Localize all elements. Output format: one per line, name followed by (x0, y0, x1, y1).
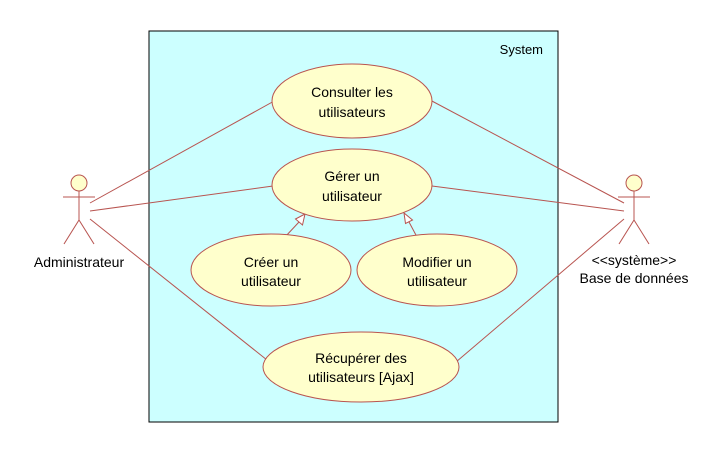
generalization-arrowhead-creer (294, 213, 306, 226)
usecase-consulter-line1: Consulter les (311, 84, 393, 100)
usecase-gerer-line2: utilisateur (322, 188, 382, 204)
association-admin-gerer (89, 185, 274, 212)
stick-figure-actor-icon (618, 174, 650, 245)
usecase-creer-line2: utilisateur (241, 273, 301, 289)
usecase-modifier[interactable]: Modifier un utilisateur (356, 233, 518, 307)
usecase-recuperer-line1: Récupérer des (315, 350, 407, 366)
usecase-creer[interactable]: Créer un utilisateur (190, 233, 352, 307)
usecase-consulter[interactable]: Consulter les utilisateurs (271, 63, 433, 139)
actor-admin[interactable]: Administrateur (34, 174, 125, 270)
association-db-gerer (431, 185, 625, 212)
actor-db[interactable]: <<système>> Base de données (580, 174, 689, 286)
association-db-consulter (429, 99, 625, 204)
usecase-gerer[interactable]: Gérer un utilisateur (271, 148, 433, 222)
usecase-modifier-ellipse (356, 233, 518, 307)
generalizations (284, 211, 418, 238)
usecase-creer-line1: Créer un (244, 254, 298, 270)
actor-admin-label: Administrateur (34, 254, 125, 270)
usecase-modifier-line2: utilisateur (407, 273, 467, 289)
usecase-recuperer[interactable]: Récupérer des utilisateurs [Ajax] (262, 331, 460, 403)
actor-db-stereotype: <<système>> (592, 252, 677, 268)
association-admin-recuperer (89, 218, 268, 361)
stick-figure-actor-icon (63, 174, 95, 245)
generalization-modifier-gerer (408, 221, 418, 238)
actor-db-label: Base de données (580, 270, 689, 286)
usecase-recuperer-line2: utilisateurs [Ajax] (308, 369, 414, 385)
usecase-recuperer-ellipse (262, 331, 460, 403)
usecase-gerer-ellipse (271, 148, 433, 222)
association-admin-consulter (89, 99, 277, 204)
usecase-consulter-ellipse (271, 63, 433, 139)
usecase-modifier-line1: Modifier un (402, 254, 471, 270)
system-label: System (500, 42, 543, 57)
association-db-recuperer (455, 218, 625, 363)
usecase-creer-ellipse (190, 233, 352, 307)
generalization-arrowhead-modifier (403, 211, 414, 225)
associations (89, 99, 625, 363)
usecase-gerer-line1: Gérer un (324, 168, 379, 184)
usecase-consulter-line2: utilisateurs (319, 104, 386, 120)
